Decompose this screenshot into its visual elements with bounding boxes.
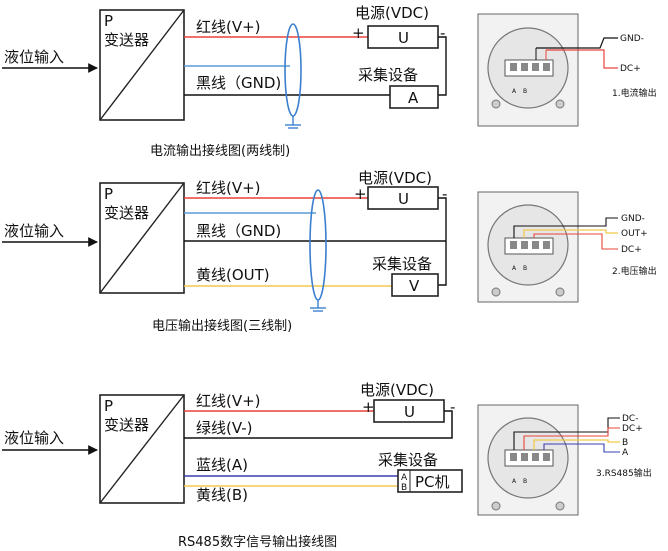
green-wire-label: 绿线(V-)	[196, 419, 253, 437]
transmitter-diagonal	[99, 9, 185, 121]
transmitter-name: 变送器	[104, 204, 149, 222]
transmitter-name: 变送器	[104, 31, 149, 49]
side-wire-gnd	[513, 217, 618, 238]
minus-sign: -	[450, 398, 455, 416]
device-label: 采集设备	[372, 255, 432, 273]
diagram-current-output: 液位输入 P 变送器 红线(V+) 电源(VDC) + - U 黑线（GND) …	[2, 4, 657, 159]
device-box	[391, 273, 439, 297]
side-label-dc: DC+	[620, 64, 641, 74]
side-wire-a	[543, 443, 620, 453]
input-label: 液位输入	[4, 429, 64, 447]
side-label-dcplus: DC+	[622, 424, 643, 434]
junction-box-photo: A B	[477, 404, 579, 516]
diagram-caption: 电流输出接线图(两线制)	[150, 143, 290, 159]
plus-sign: +	[354, 185, 367, 203]
black-wire-label: 黑线（GND)	[196, 74, 281, 92]
pc-label: PC机	[415, 473, 450, 491]
input-label: 液位输入	[4, 222, 64, 240]
transmitter-diagonal	[99, 394, 185, 504]
side-wire-dc	[546, 49, 618, 69]
side-wire-dc	[533, 233, 618, 250]
red-wire-label: 红线(V+)	[196, 392, 261, 410]
svg-text:B: B	[523, 478, 527, 485]
diagram-caption: RS485数字信号输出接线图	[178, 534, 337, 550]
red-wire-label: 红线(V+)	[196, 18, 261, 36]
transmitter-p: P	[104, 185, 113, 203]
black-wire-label: 黑线（GND)	[196, 222, 281, 240]
minus-sign: -	[440, 24, 445, 42]
side-label-gnd: GND-	[620, 34, 644, 44]
junction-box-photo: A B	[477, 13, 579, 127]
transmitter-p: P	[104, 397, 113, 415]
device-box-label: A	[408, 89, 419, 107]
red-wire-label: 红线(V+)	[196, 179, 261, 197]
side-label-dc: DC+	[621, 245, 642, 255]
diagram-caption: 电压输出接线图(三线制)	[152, 318, 292, 334]
device-label: 采集设备	[378, 451, 438, 469]
power-label: 电源(VDC)	[358, 169, 432, 187]
plus-sign: +	[352, 24, 365, 42]
pc-terminal-b: B	[401, 483, 407, 493]
side-label-b: B	[622, 438, 628, 448]
svg-text:A: A	[512, 88, 517, 95]
device-box	[389, 85, 439, 109]
side-label-gnd: GND-	[621, 214, 645, 224]
side-wire-dcplus	[523, 427, 620, 450]
side-label-out: OUT+	[621, 229, 648, 239]
pc-box	[397, 469, 463, 493]
side-wire-gnd	[536, 37, 618, 49]
power-label: 电源(VDC)	[360, 381, 434, 399]
svg-text:B: B	[523, 265, 527, 272]
input-label: 液位输入	[4, 48, 64, 66]
side-label-a: A	[622, 448, 629, 458]
minus-sign: -	[442, 185, 447, 203]
side-label-dcminus: DC-	[622, 414, 638, 424]
side-caption: 1.电流输出	[612, 87, 657, 99]
svg-text:B: B	[523, 88, 527, 95]
power-box-label: U	[398, 190, 409, 208]
junction-box-photo: A B	[477, 191, 579, 303]
transmitter-diagonal	[99, 182, 185, 294]
green-wire	[184, 410, 453, 439]
side-caption: 3.RS485输出	[596, 467, 652, 479]
diagram-voltage-output: 液位输入 P 变送器 红线(V+) 电源(VDC) + - U 黑线（GND) …	[2, 169, 657, 334]
side-wire-b	[533, 439, 620, 450]
transmitter-p: P	[104, 12, 113, 30]
device-box-label: V	[409, 277, 420, 295]
svg-text:A: A	[512, 478, 517, 485]
transmitter-name: 变送器	[104, 416, 149, 434]
yellow-wire-label: 黄线(B)	[196, 486, 248, 504]
diagram-rs485-output: 液位输入 P 变送器 红线(V+) 电源(VDC) + - U 绿线(V-) 蓝…	[2, 381, 652, 550]
svg-text:A: A	[512, 265, 517, 272]
pc-terminal-a: A	[401, 473, 408, 483]
return-wire	[438, 36, 447, 96]
shield-coil	[284, 23, 302, 117]
shield-coil	[309, 189, 327, 301]
side-caption: 2.电压输出	[612, 265, 657, 277]
plus-sign: +	[362, 398, 375, 416]
blue-wire-label: 蓝线(A)	[196, 456, 248, 474]
side-wire-out	[523, 229, 618, 238]
device-label: 采集设备	[358, 66, 418, 84]
power-box-label: U	[404, 403, 415, 421]
yellow-wire-label: 黄线(OUT)	[196, 266, 270, 284]
power-box-label: U	[398, 29, 409, 47]
power-label: 电源(VDC)	[355, 4, 429, 22]
